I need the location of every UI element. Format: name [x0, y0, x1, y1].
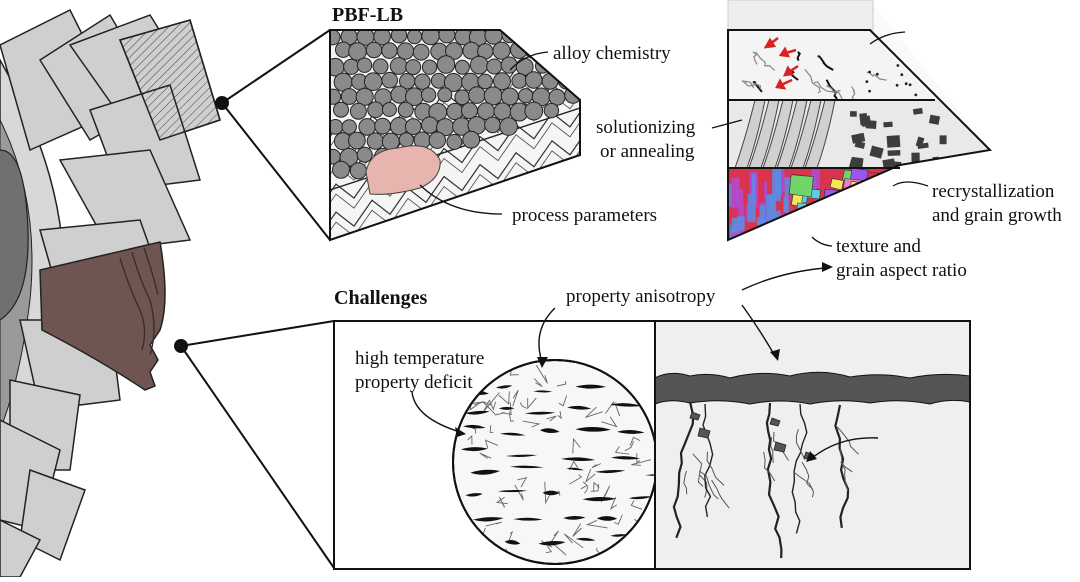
oxide-crack-paths — [672, 401, 859, 559]
arrow-heads — [455, 262, 833, 462]
solutionizing-label: solutionizing — [596, 117, 696, 138]
turbine-blade — [58, 149, 192, 251]
top-leader — [869, 31, 906, 45]
challenges-panel — [333, 262, 971, 570]
grain-growth-label: and grain growth — [932, 205, 1062, 226]
alloy-leader — [509, 51, 549, 71]
turbine-wheel — [0, 8, 221, 578]
connector-dot-top — [215, 96, 229, 110]
connector-dot-bottom — [174, 339, 188, 353]
texture-leader — [811, 236, 833, 247]
process-parameters-label: process parameters — [512, 205, 658, 226]
turbine-hub-ring — [0, 149, 29, 321]
anisotropy-arrows — [411, 267, 879, 459]
crack-arrows — [763, 37, 799, 90]
high-temperature-label: high temperature — [355, 348, 485, 369]
connector-bottom — [174, 320, 335, 569]
property-anisotropy-label: property anisotropy — [566, 286, 716, 307]
recrystallization-label: recrystallization — [932, 181, 1055, 202]
recryst-leader — [892, 181, 929, 187]
property-deficit-label: property deficit — [355, 372, 473, 393]
texture-label: texture and — [836, 236, 921, 257]
grain-aspect-ratio-label: grain aspect ratio — [836, 260, 967, 281]
damaged-blade — [39, 241, 166, 391]
solution-leader — [711, 119, 743, 129]
annealed-microstructure — [734, 99, 949, 173]
challenges-heading: Challenges — [334, 287, 428, 309]
melt-pool — [365, 145, 441, 195]
connector-top — [215, 29, 331, 241]
alloy-chemistry-label: alloy chemistry — [553, 43, 671, 64]
process-leader — [419, 184, 503, 215]
annealing-label: or annealing — [600, 141, 695, 162]
as-built-microstructure — [741, 51, 918, 105]
turbine-blades — [0, 8, 221, 578]
oxide-layer — [655, 371, 970, 405]
pbf-lb-heading: PBF-LB — [332, 4, 404, 26]
